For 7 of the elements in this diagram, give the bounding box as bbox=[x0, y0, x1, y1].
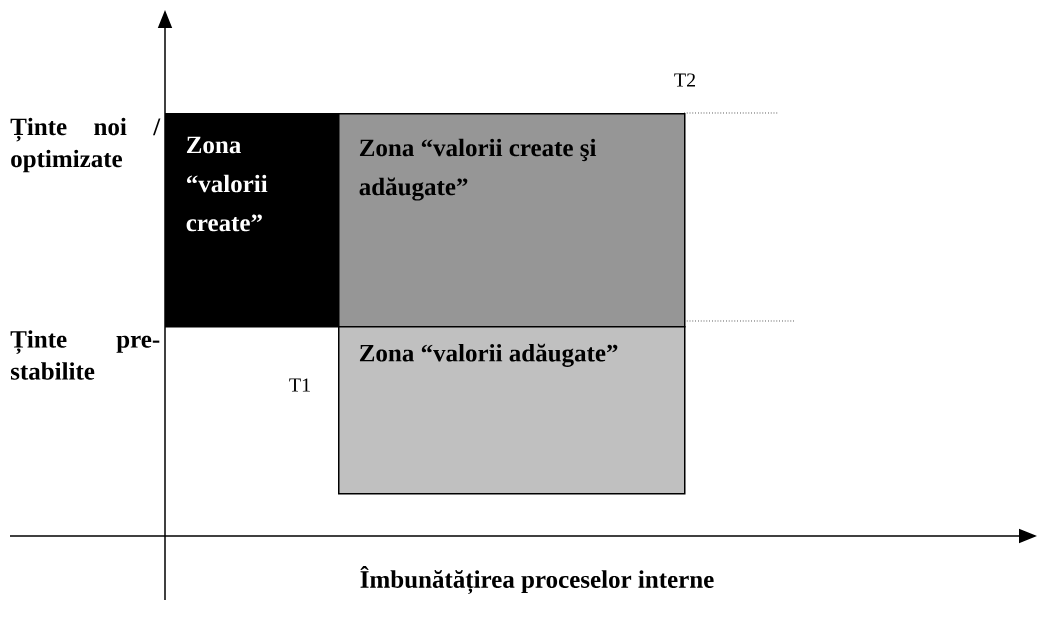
zone-box: Zona “valorii create şi adăugate” bbox=[338, 113, 686, 328]
zone-box: Zona “valorii adăugate” bbox=[338, 326, 686, 495]
axis-label: Ținte pre-stabilite bbox=[10, 330, 160, 380]
axis-label: T2 bbox=[674, 73, 695, 87]
axis-label: Îmbunătățirea proceselor interne bbox=[360, 565, 714, 595]
zone-box: Zona “valorii create” bbox=[165, 113, 340, 328]
axis-label: T1 bbox=[289, 378, 310, 392]
